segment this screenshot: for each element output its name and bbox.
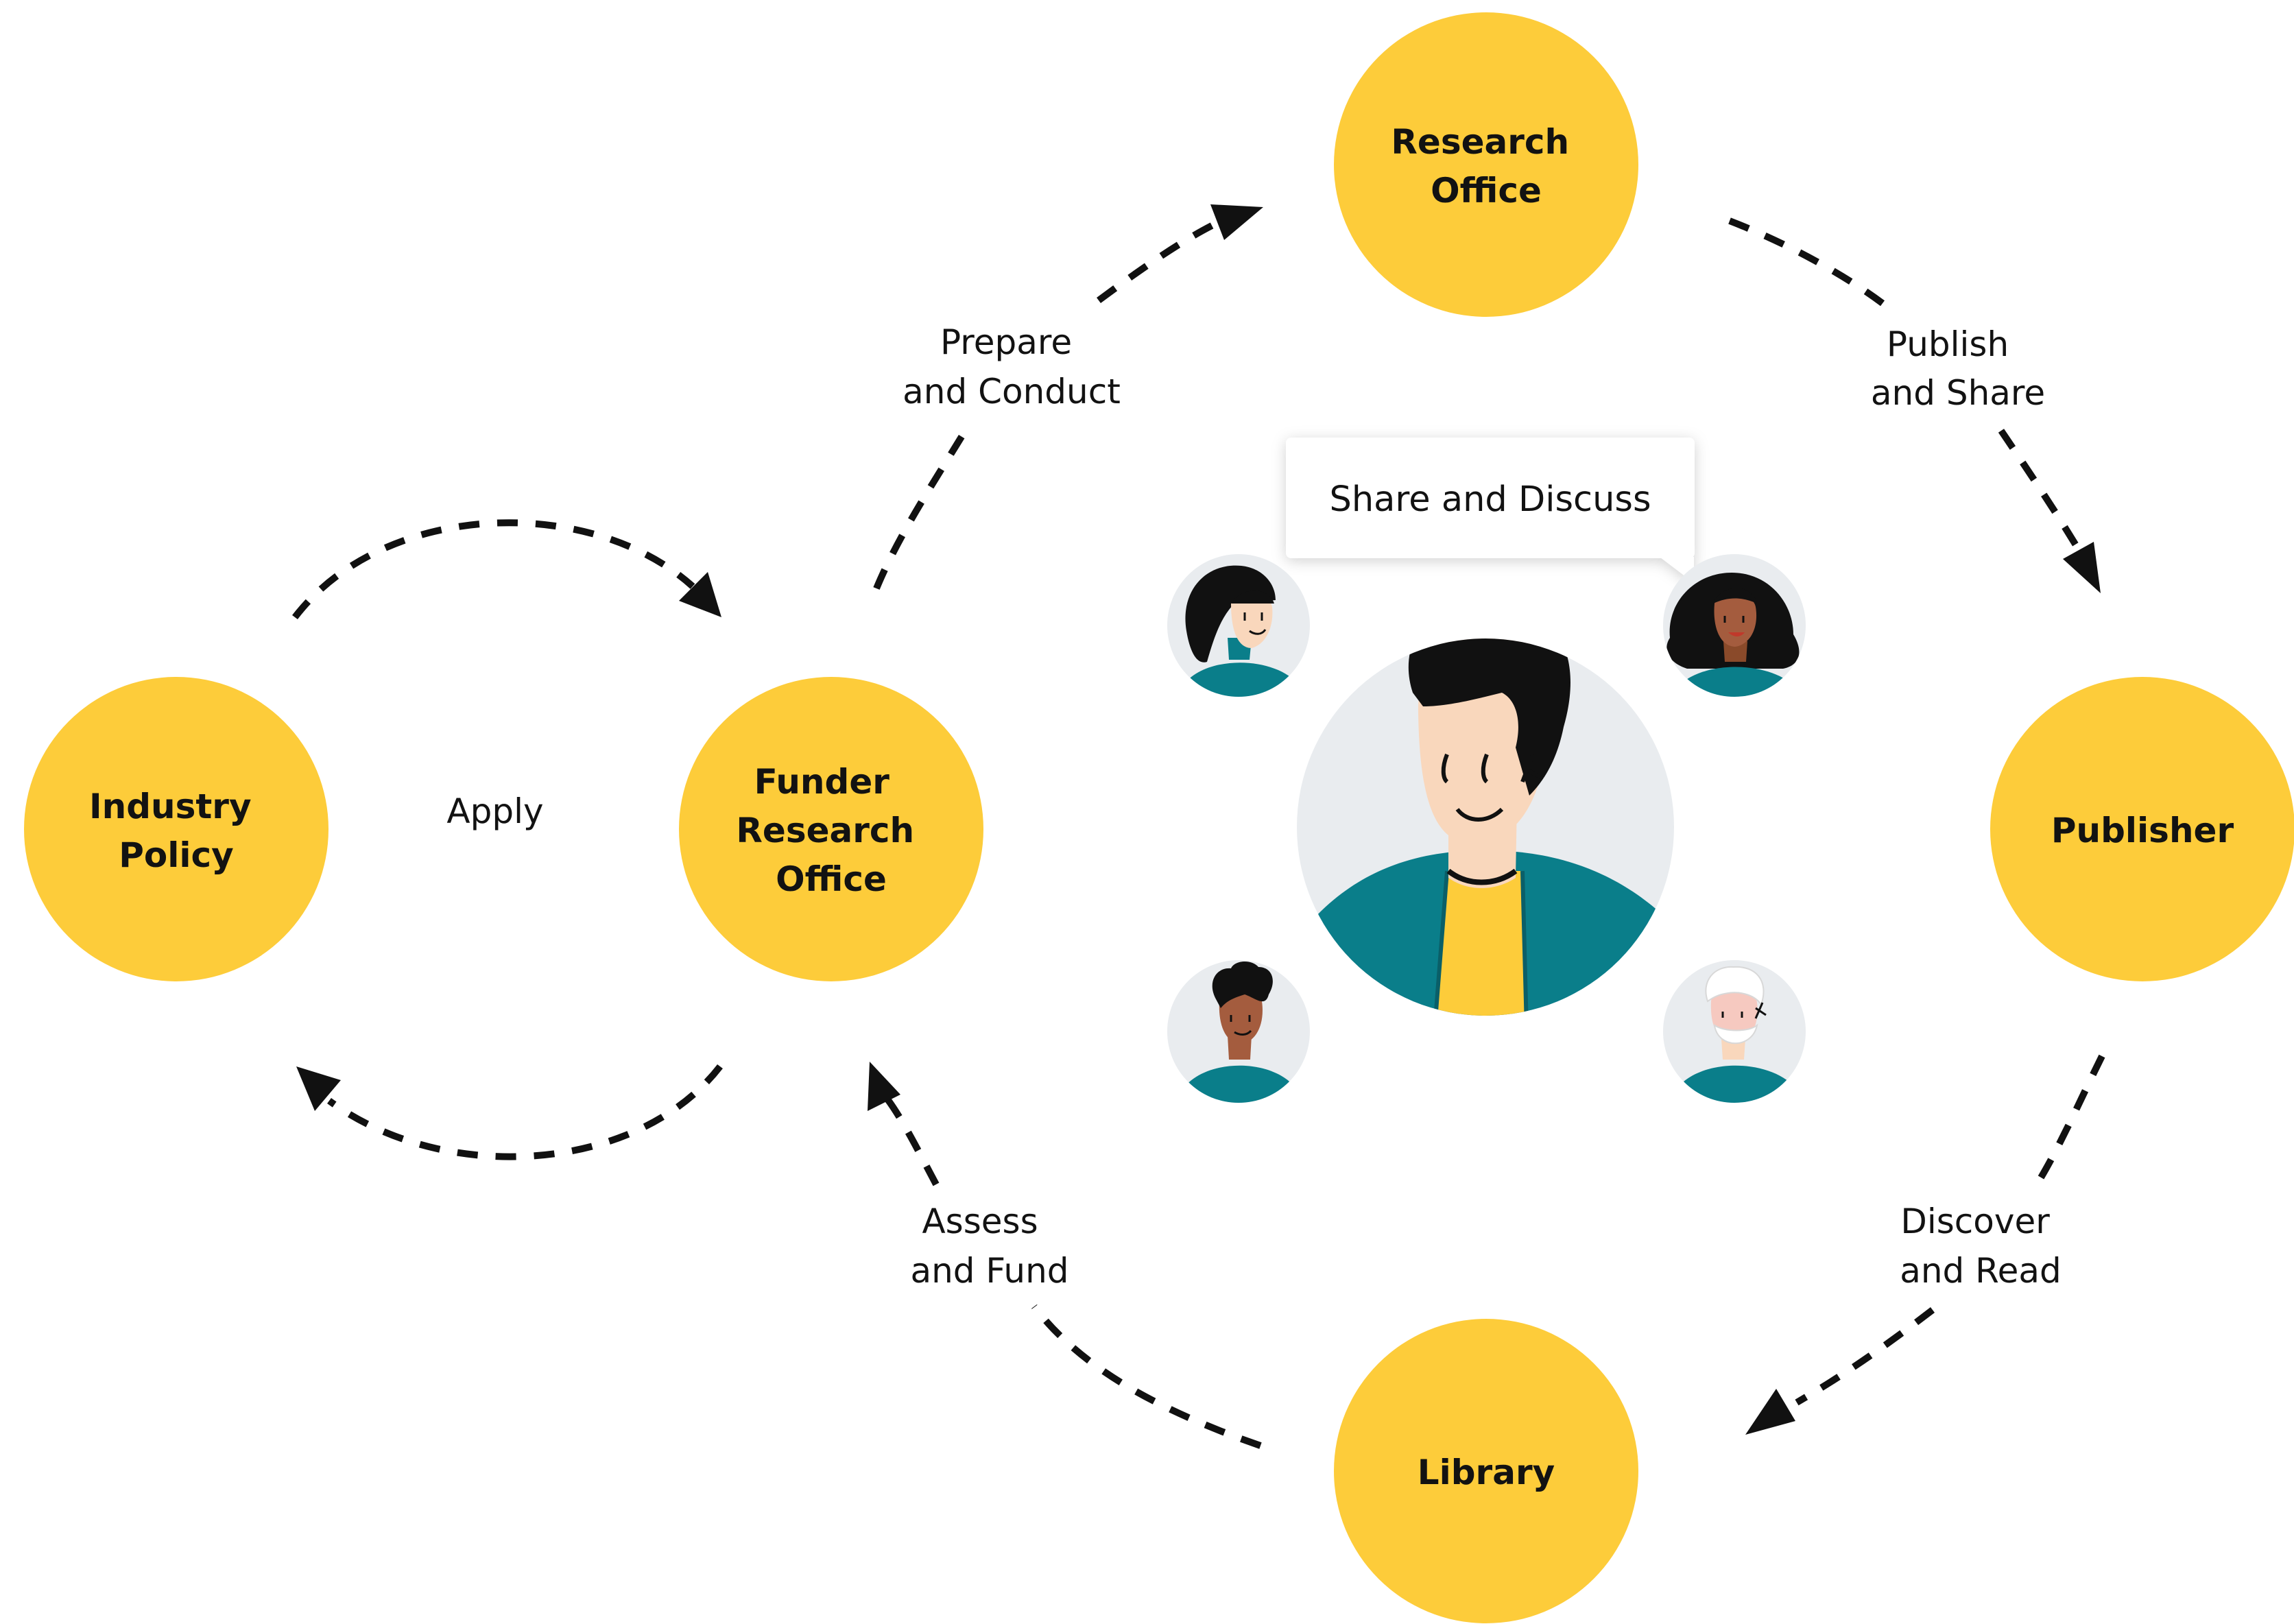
- node-research-office-label: Research Office: [1391, 122, 1581, 211]
- edge-apply-label: Apply: [446, 791, 543, 831]
- node-industry-label: Industry Policy: [89, 787, 263, 875]
- apply-arrow: [292, 519, 695, 620]
- node-publisher-label: Publisher: [2051, 811, 2234, 850]
- man-curly-hair-avatar-icon: [1167, 960, 1310, 1103]
- node-industry: [24, 677, 328, 981]
- speech-bubble-box: [1286, 438, 1695, 558]
- edge-publish-label: Publish and Share: [1871, 324, 2045, 413]
- prepare-arrow: [873, 431, 967, 590]
- publish-arrowhead: [2063, 542, 2101, 593]
- older-man-white-beard-avatar-icon: [1663, 960, 1806, 1103]
- speech-bubble-text: Share and Discuss: [1329, 479, 1651, 520]
- return-arrowhead: [296, 1066, 341, 1111]
- edge-labels: Prepare and Conduct Publish and Share Di…: [446, 322, 2061, 1291]
- node-labels: Research Office Publisher Library Funder…: [89, 122, 2234, 1492]
- edge-prepare-label: Prepare and Conduct: [903, 322, 1121, 411]
- return-arrow: [327, 1064, 723, 1160]
- prepare-arrow-upper: [1097, 215, 1230, 304]
- discover-arrow-lower: [1795, 1307, 1935, 1406]
- discover-arrow: [2032, 1054, 2105, 1189]
- woman-curly-hair-avatar-icon: [1663, 554, 1806, 697]
- man-avatar-icon: [1297, 638, 1674, 1016]
- publish-arrow: [1728, 217, 1889, 309]
- apply-arrowhead: [679, 572, 721, 617]
- node-funder: [679, 677, 983, 981]
- assess-arrow: [1031, 1304, 1262, 1449]
- assess-arrow-upper: [883, 1095, 940, 1186]
- node-library: [1334, 1319, 1638, 1623]
- prepare-arrowhead: [1210, 204, 1263, 240]
- publish-arrow-lower: [1998, 429, 2081, 551]
- woman-black-hair-avatar-icon: [1167, 554, 1310, 697]
- edge-discover-label: Discover and Read: [1900, 1202, 2062, 1291]
- node-library-label: Library: [1418, 1453, 1555, 1492]
- edge-arrows: [292, 204, 2105, 1449]
- assess-arrowhead: [868, 1062, 900, 1111]
- node-research-office: [1334, 12, 1638, 317]
- node-funder-label: Funder Research Office: [736, 762, 926, 899]
- cycle-nodes: [24, 12, 2294, 1623]
- node-publisher: [1990, 677, 2294, 981]
- edge-assess-label: Assess and Fund: [910, 1202, 1068, 1291]
- discover-arrowhead: [1745, 1389, 1795, 1435]
